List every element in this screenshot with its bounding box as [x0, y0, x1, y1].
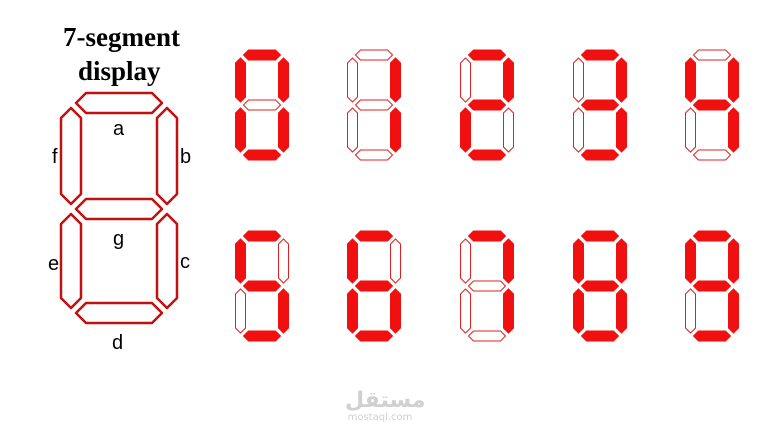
segment-label-a: a [113, 118, 125, 140]
digit-4-segment-d-off [692, 149, 732, 161]
digit-2-segment-g-on [467, 99, 507, 111]
digit-4-segment-a-off [692, 49, 732, 61]
segment-label-f: f [52, 146, 58, 168]
diagram-segment-a [74, 91, 164, 115]
digit-2-segment-a-on [467, 49, 507, 61]
digit-5-segment-d-on [242, 330, 282, 342]
digit-1-segment-b-on [390, 57, 401, 103]
digit-2-segment-b-on [503, 57, 514, 103]
digit-5-segment-c-on [278, 288, 289, 334]
digit-7-segment-g-off [467, 280, 507, 292]
digit-2-segment-e-on [460, 107, 471, 153]
digit-8-segment-e-on [573, 288, 584, 334]
digit-3-segment-a-on [580, 49, 620, 61]
digit-8-segment-f-on [573, 238, 584, 284]
digit-0-segment-f-on [235, 57, 246, 103]
digit-7-segment-a-on [467, 230, 507, 242]
title-line-2: display [78, 56, 161, 86]
digit-2-segment-c-off [503, 107, 514, 153]
digit-0-segment-d-on [242, 149, 282, 161]
digit-0-segment-a-on [242, 49, 282, 61]
diagram-segment-f [59, 106, 83, 206]
segment-label-d: d [112, 332, 124, 354]
digit-8-segment-b-on [616, 238, 627, 284]
digit-4-segment-f-on [685, 57, 696, 103]
digit-5-segment-a-on [242, 230, 282, 242]
digit-8-segment-g-on [580, 280, 620, 292]
digit-5-segment-e-off [235, 288, 246, 334]
digit-7-segment-c-on [503, 288, 514, 334]
digit-3-segment-f-off [573, 57, 584, 103]
digit-7-segment-f-off [460, 238, 471, 284]
digit-9-segment-c-on [728, 288, 739, 334]
watermark-latin: mostaql.com [347, 412, 413, 423]
digit-4-segment-g-on [692, 99, 732, 111]
digit-6-segment-g-on [354, 280, 394, 292]
digit-0-segment-g-off [242, 99, 282, 111]
digit-1-segment-f-off [347, 57, 358, 103]
digit-9-segment-g-on [692, 280, 732, 292]
digit-6-segment-f-on [347, 238, 358, 284]
digit-5-segment-b-off [278, 238, 289, 284]
digit-8-segment-a-on [580, 230, 620, 242]
digit-9-segment-f-on [685, 238, 696, 284]
diagram-segment-b [155, 106, 179, 206]
digit-1-segment-g-off [354, 99, 394, 111]
digit-6-segment-b-off [390, 238, 401, 284]
digit-9-segment-e-off [685, 288, 696, 334]
segment-label-c: c [180, 251, 190, 273]
digit-2-segment-f-off [460, 57, 471, 103]
digit-7-segment-b-on [503, 238, 514, 284]
digit-5-segment-f-on [235, 238, 246, 284]
digit-0-segment-b-on [278, 57, 289, 103]
digit-3-segment-b-on [616, 57, 627, 103]
digit-3-segment-d-on [580, 149, 620, 161]
digit-9-segment-d-on [692, 330, 732, 342]
digit-0-segment-e-on [235, 107, 246, 153]
digit-4-segment-b-on [728, 57, 739, 103]
digit-6-segment-c-on [390, 288, 401, 334]
diagram-segment-d [74, 301, 164, 325]
digit-2-segment-d-on [467, 149, 507, 161]
digit-3-segment-e-off [573, 107, 584, 153]
diagram-segment-g [74, 197, 164, 221]
digit-3-segment-c-on [616, 107, 627, 153]
segment-label-e: e [48, 253, 60, 275]
digit-4-segment-e-off [685, 107, 696, 153]
digit-3-segment-g-on [580, 99, 620, 111]
watermark-arabic: مستقل [345, 388, 426, 413]
segment-label-g: g [113, 228, 125, 250]
watermark-logo: مستقل mostaql.com [345, 388, 426, 424]
digit-6-segment-d-on [354, 330, 394, 342]
digit-0-segment-c-on [278, 107, 289, 153]
digit-1-segment-d-off [354, 149, 394, 161]
digit-5-segment-g-on [242, 280, 282, 292]
digit-1-segment-c-on [390, 107, 401, 153]
digit-6-segment-e-on [347, 288, 358, 334]
digit-6-segment-a-on [354, 230, 394, 242]
digit-9-segment-b-on [728, 238, 739, 284]
digit-7-segment-d-off [467, 330, 507, 342]
diagram-segment-c [155, 212, 179, 310]
digit-9-segment-a-on [692, 230, 732, 242]
digit-7-segment-e-off [460, 288, 471, 334]
title-line-1: 7-segment [63, 22, 180, 52]
segment-label-b: b [180, 146, 192, 168]
digit-4-segment-c-on [728, 107, 739, 153]
diagram-segment-e [59, 212, 83, 310]
digit-8-segment-c-on [616, 288, 627, 334]
digit-1-segment-e-off [347, 107, 358, 153]
digit-1-segment-a-off [354, 49, 394, 61]
digit-8-segment-d-on [580, 330, 620, 342]
